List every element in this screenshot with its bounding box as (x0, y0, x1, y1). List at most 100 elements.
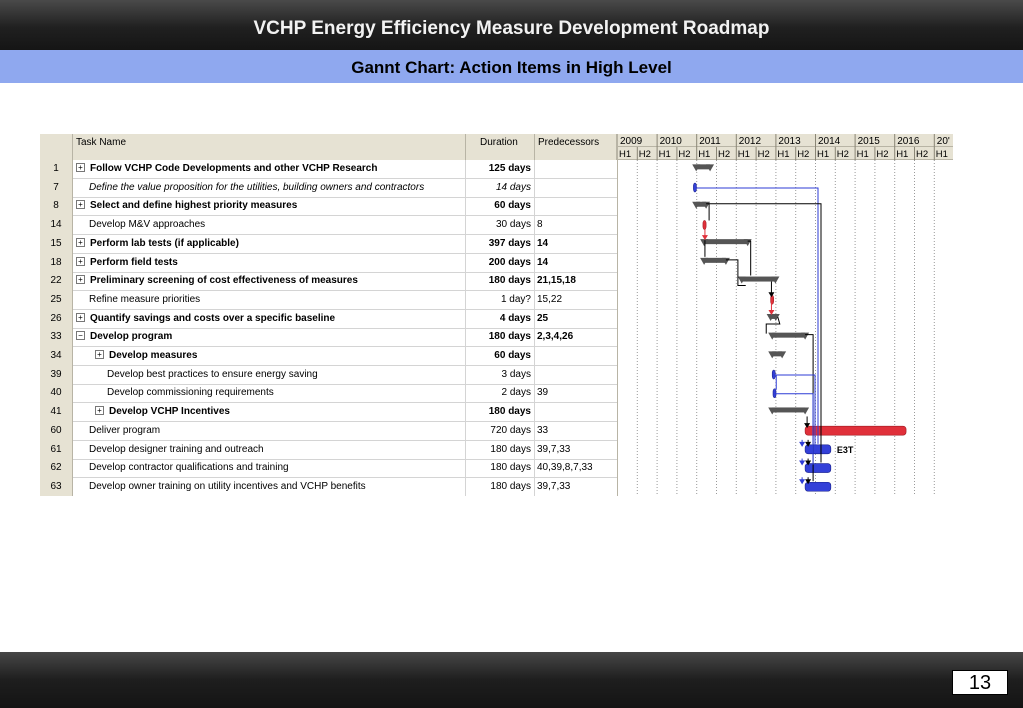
duration-cell[interactable]: 180 days (466, 328, 535, 348)
link-line (725, 259, 746, 287)
duration-cell[interactable]: 3 days (466, 365, 535, 385)
expand-icon[interactable]: + (76, 237, 85, 247)
row-id: 63 (40, 477, 73, 496)
predecessors-cell[interactable]: 14 (537, 237, 549, 249)
predecessors-cell[interactable]: 39,7,33 (537, 480, 571, 492)
task-name-cell[interactable]: + Perform field tests (73, 253, 466, 273)
predecessors-column-header[interactable]: Predecessors (535, 134, 617, 160)
task-name-cell[interactable]: +Develop measures (73, 347, 466, 366)
predecessors-cell[interactable]: 2,3,4,26 (537, 331, 574, 343)
duration-cell[interactable]: 60 days (466, 347, 535, 366)
duration-cell[interactable]: 2 days (466, 384, 535, 404)
table-row[interactable]: 15+Perform lab tests (if applicable)397 … (40, 234, 617, 254)
predecessors-cell[interactable] (535, 179, 617, 198)
task-name-cell[interactable]: Develop designer training and outreach (73, 440, 466, 460)
predecessors-cell[interactable]: 39,7,33 (537, 443, 571, 455)
duration-cell[interactable]: 125 days (466, 160, 535, 179)
duration-cell[interactable]: 180 days (466, 272, 535, 292)
predecessors-cell[interactable]: 14 (537, 256, 549, 268)
expand-icon[interactable]: + (76, 163, 85, 172)
task-name: Perform field tests (90, 256, 178, 268)
duration-cell[interactable]: 60 days (466, 197, 535, 217)
predecessors-cell[interactable]: 39 (537, 387, 549, 399)
task-name-cell[interactable]: Refine measure priorities (73, 290, 466, 310)
task-name-cell[interactable]: Develop contractor qualifications and tr… (73, 459, 466, 479)
table-row[interactable]: 26+Quantify savings and costs over a spe… (40, 309, 617, 329)
predecessors-cell[interactable]: 33 (537, 424, 549, 436)
summary-start-cap (768, 351, 777, 359)
summary-bar (704, 257, 726, 263)
duration-cell[interactable]: 1 day? (466, 290, 535, 310)
task-name-cell[interactable]: +Quantify savings and costs over a speci… (73, 309, 466, 329)
predecessors-cell[interactable]: 15,22 (537, 293, 563, 305)
task-name-cell[interactable]: Develop owner training on utility incent… (73, 477, 466, 496)
task-name-cell[interactable]: Develop best practices to ensure energy … (73, 365, 466, 385)
summary-start-cap (700, 239, 709, 247)
task-name-cell[interactable]: +Develop VCHP Incentives (73, 403, 466, 423)
expand-icon[interactable]: + (76, 275, 85, 285)
duration-cell[interactable]: 30 days (466, 216, 535, 236)
predecessors-cell[interactable] (535, 197, 617, 216)
predecessors-cell[interactable]: 40,39,8,7,33 (537, 462, 593, 474)
predecessors-cell[interactable] (535, 347, 617, 366)
task-name-cell[interactable]: +Perform lab tests (if applicable) (73, 234, 466, 254)
task-bar (804, 481, 832, 492)
expand-icon[interactable]: + (76, 312, 85, 322)
table-row[interactable]: 8+Select and define highest priority mea… (40, 197, 617, 217)
table-row[interactable]: 22+Preliminary screening of cost effecti… (40, 272, 617, 292)
collapse-icon[interactable]: − (76, 331, 85, 341)
predecessors-cell[interactable] (535, 403, 617, 422)
duration-cell[interactable]: 180 days (466, 459, 535, 479)
duration-column-header[interactable]: Duration (466, 134, 535, 160)
duration-cell[interactable]: 180 days (466, 403, 535, 423)
duration-cell[interactable]: 200 days (466, 253, 535, 273)
summary-bar (696, 164, 711, 170)
expand-icon[interactable]: + (76, 200, 85, 210)
expand-icon[interactable]: + (95, 350, 104, 359)
duration-cell[interactable]: 180 days (466, 440, 535, 460)
duration-cell[interactable]: 180 days (466, 477, 535, 496)
expand-icon[interactable]: + (95, 406, 104, 416)
duration-cell[interactable]: 4 days (466, 309, 535, 329)
slide-subtitle: Gannt Chart: Action Items in High Level (351, 58, 672, 77)
task-name-cell[interactable]: Develop M&V approaches (73, 216, 466, 236)
task-name-cell[interactable]: Develop commissioning requirements (73, 384, 466, 404)
table-row[interactable]: 1+Follow VCHP Code Developments and othe… (40, 160, 617, 179)
row-id: 40 (40, 384, 73, 404)
link-arrow (768, 309, 775, 315)
task-name-cell[interactable]: Define the value proposition for the uti… (73, 178, 466, 198)
task-name-cell[interactable]: −Develop program (73, 328, 466, 348)
predecessors-cell[interactable]: 21,15,18 (537, 275, 576, 287)
task-name-cell[interactable]: +Follow VCHP Code Developments and other… (73, 160, 466, 179)
duration-cell[interactable]: 14 days (466, 178, 535, 198)
link-line (775, 393, 814, 465)
predecessors-cell[interactable] (535, 160, 617, 179)
predecessors-cell[interactable]: 25 (537, 312, 549, 324)
task-name-column-header[interactable]: Task Name (73, 134, 466, 160)
critical-task-bar (702, 220, 707, 230)
task-name-cell[interactable]: +Preliminary screening of cost effective… (73, 272, 466, 292)
predecessors-cell[interactable]: 8 (537, 219, 543, 231)
predecessors-cell[interactable] (535, 366, 617, 385)
year-label: 2013 (778, 136, 801, 147)
task-name-cell[interactable]: +Select and define highest priority meas… (73, 197, 466, 217)
row-id: 62 (40, 459, 73, 479)
duration-cell[interactable]: 397 days (466, 234, 535, 254)
expand-icon[interactable]: + (76, 256, 85, 266)
task-name-cell[interactable]: Deliver program (73, 421, 466, 441)
duration-cell[interactable]: 720 days (466, 421, 535, 441)
task-bar (771, 369, 776, 380)
